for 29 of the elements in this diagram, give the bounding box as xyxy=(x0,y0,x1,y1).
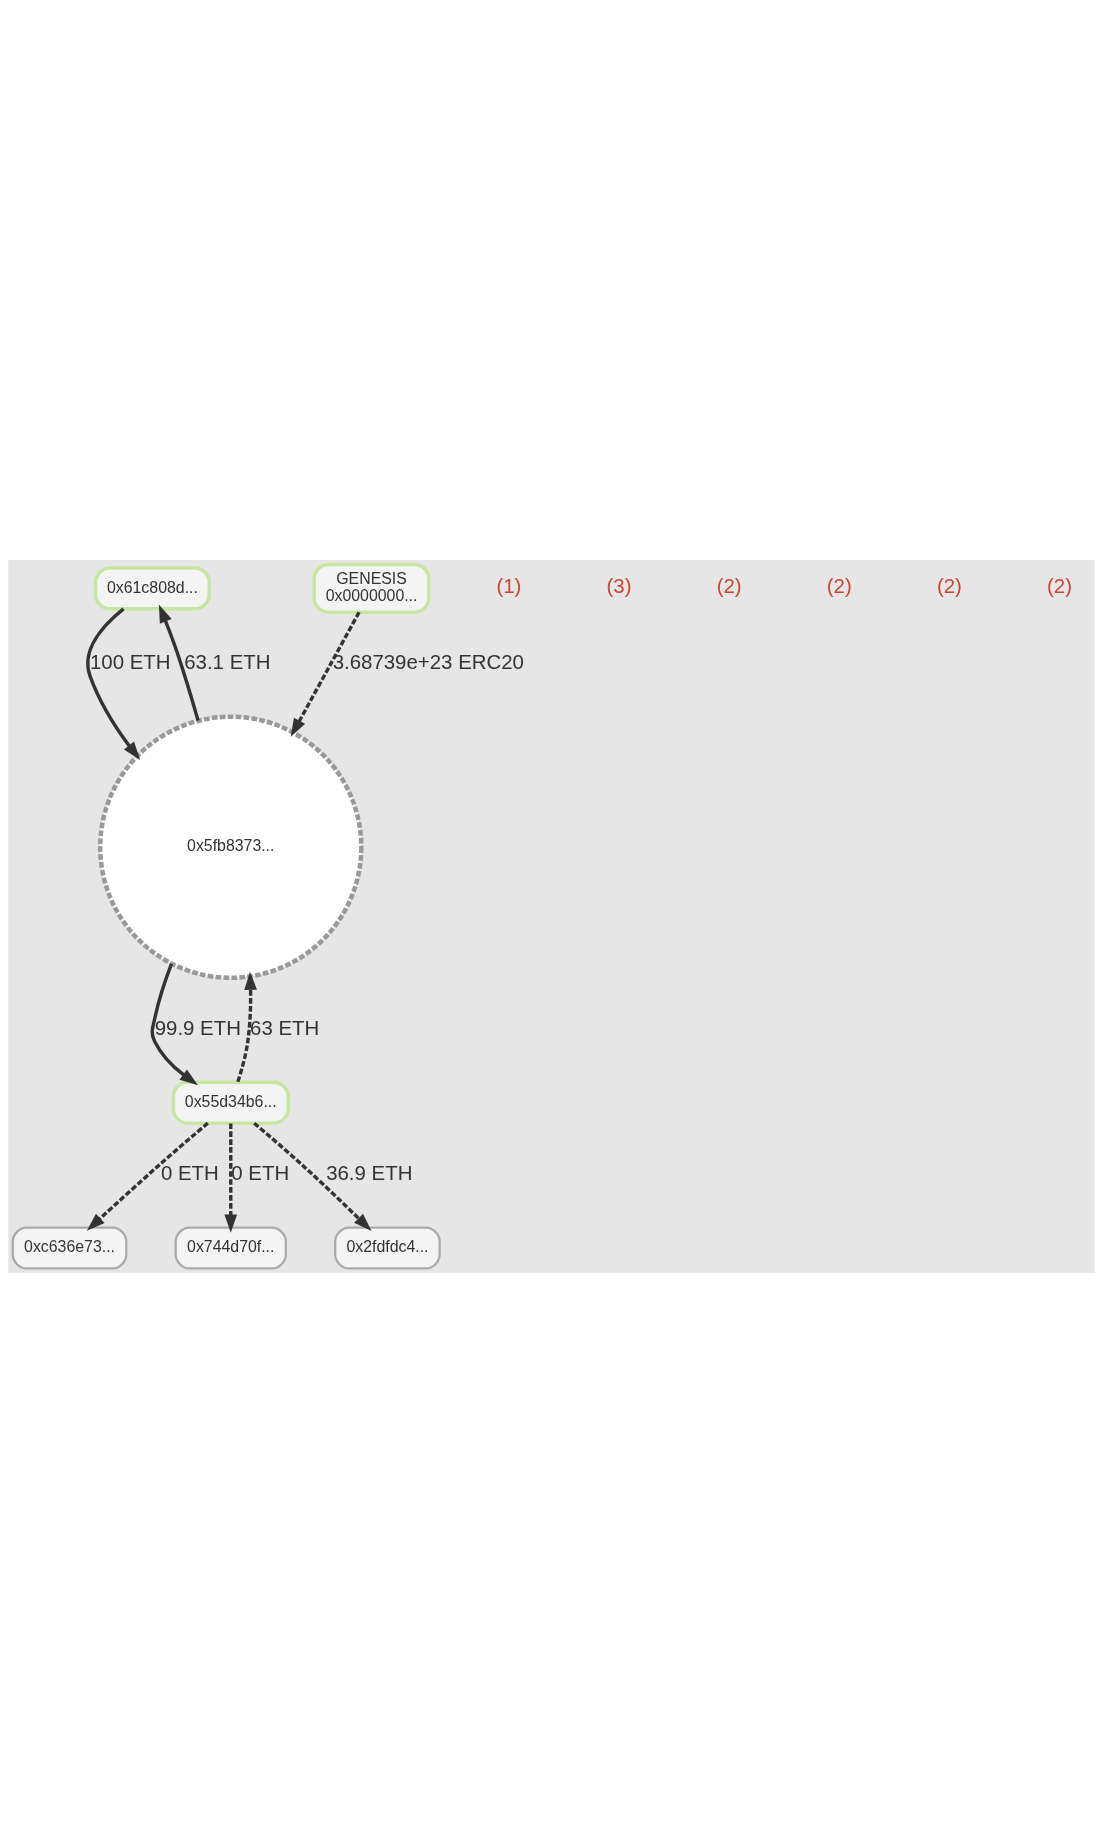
label: (2) xyxy=(1047,574,1073,597)
arrow xyxy=(290,610,361,737)
label: (2) xyxy=(826,574,852,597)
edge-label: 63 ETH xyxy=(250,1016,320,1039)
arrow xyxy=(236,971,257,1082)
arrow xyxy=(86,607,141,760)
node-box: 0x55d34b6... xyxy=(171,1080,290,1125)
edge-label: 0 ETH xyxy=(231,1161,290,1184)
node-box: 0xc636e73... xyxy=(11,1225,128,1270)
arrow xyxy=(253,1121,372,1231)
label: (1) xyxy=(496,574,522,597)
node-box: 0x744d70f... xyxy=(174,1225,287,1270)
edge-label: 100 ETH xyxy=(89,650,171,673)
edge-label: 63.1 ETH xyxy=(184,650,271,673)
node-box: 0x2fdfdc4... xyxy=(334,1225,441,1270)
edge-label: 36.9 ETH xyxy=(326,1161,413,1184)
label: (2) xyxy=(936,574,962,597)
edge-label: 3.68739e+23 ERC20 xyxy=(332,650,524,673)
node-box: GENESIS 0x0000000... xyxy=(312,562,431,614)
edge-label: 0 ETH xyxy=(160,1161,219,1184)
label: (2) xyxy=(716,574,742,597)
arrow xyxy=(150,962,199,1085)
node-box: 0x61c808d... xyxy=(93,565,211,611)
arrow xyxy=(158,604,200,721)
node-circle: 0x5fb8373... xyxy=(97,713,364,980)
edge-label: 99.9 ETH xyxy=(154,1016,241,1039)
label: (3) xyxy=(606,574,632,597)
arrow xyxy=(224,1122,238,1233)
arrow xyxy=(86,1121,209,1231)
